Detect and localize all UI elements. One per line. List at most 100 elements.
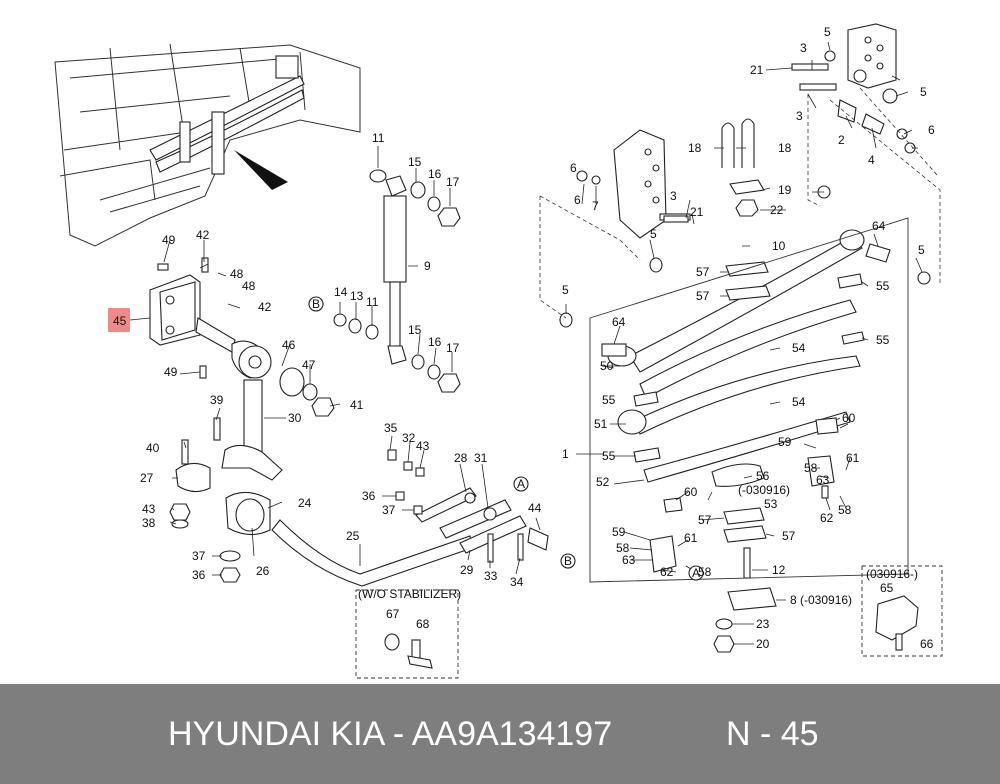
callout-label[interactable]: 5	[650, 227, 657, 241]
callout-label[interactable]: 37	[382, 503, 396, 517]
callout-label[interactable]: 65	[880, 581, 894, 595]
callout-label[interactable]: 58	[616, 541, 630, 555]
callout-label[interactable]: 38	[142, 516, 156, 530]
callout-label[interactable]: 15	[408, 155, 422, 169]
callout-label[interactable]: 50	[600, 359, 614, 373]
callout-label[interactable]: 42	[196, 228, 210, 242]
callout-label[interactable]: 66	[920, 637, 934, 651]
callout-label[interactable]: 57	[698, 513, 712, 527]
callout-label[interactable]: 57	[696, 289, 710, 303]
callout-label[interactable]: 43	[142, 502, 156, 516]
callout-label[interactable]: 28	[454, 451, 468, 465]
callout-label[interactable]: 54	[792, 395, 806, 409]
callout-label[interactable]: 31	[474, 451, 488, 465]
callout-label[interactable]: 21	[690, 205, 704, 219]
callout-label[interactable]: 67	[386, 607, 400, 621]
callout-label[interactable]: 2	[838, 133, 845, 147]
callout-label[interactable]: 34	[510, 575, 524, 589]
callout-label[interactable]: 64	[612, 315, 626, 329]
callout-label[interactable]: 8	[790, 593, 797, 607]
callout-label[interactable]: 4	[868, 153, 875, 167]
callout-label[interactable]: 68	[416, 617, 430, 631]
callout-label[interactable]: 16	[428, 335, 442, 349]
callout-label[interactable]: 7	[592, 199, 599, 213]
callout-label[interactable]: 60	[842, 411, 856, 425]
callout-label[interactable]: 63	[622, 553, 636, 567]
callout-label[interactable]: 48	[230, 267, 244, 281]
callout-label[interactable]: 13	[350, 289, 364, 303]
callout-label[interactable]: 39	[210, 393, 224, 407]
callout-label[interactable]: 3	[796, 109, 803, 123]
callout-label[interactable]: 21	[750, 63, 764, 77]
callout-label[interactable]: 5	[918, 243, 925, 257]
callout-label[interactable]: 63	[816, 473, 830, 487]
callout-label[interactable]: 11	[372, 131, 385, 145]
callout-label[interactable]: 6	[570, 161, 577, 175]
callout-label[interactable]: 24	[298, 496, 312, 510]
callout-label[interactable]: 36	[362, 489, 376, 503]
callout-label[interactable]: 56	[756, 469, 770, 483]
callout-label[interactable]: 20	[756, 637, 770, 651]
callout-label[interactable]: 5	[920, 85, 927, 99]
callout-label[interactable]: 18	[778, 141, 792, 155]
callout-label[interactable]: 60	[684, 485, 698, 499]
callout-label[interactable]: 62	[820, 511, 834, 525]
callout-label[interactable]: 53	[764, 497, 778, 511]
callout-label[interactable]: 16	[428, 167, 442, 181]
callout-label[interactable]: 25	[346, 529, 360, 543]
callout-label[interactable]: 42	[258, 300, 272, 314]
callout-label[interactable]: 23	[756, 617, 770, 631]
callout-label[interactable]: 3	[800, 41, 807, 55]
callout-label[interactable]: 14	[334, 285, 348, 299]
callout-label[interactable]: 55	[876, 333, 890, 347]
callout-label[interactable]: 29	[460, 563, 474, 577]
callout-label[interactable]: 6	[928, 123, 935, 137]
callout-label[interactable]: 32	[402, 431, 416, 445]
callout-label[interactable]: 15	[408, 323, 422, 337]
callout-label[interactable]: 22	[770, 203, 784, 217]
callout-label[interactable]: 47	[302, 358, 316, 372]
callout-label[interactable]: 30	[288, 411, 302, 425]
callout-label[interactable]: 55	[876, 279, 890, 293]
callout-label[interactable]: 54	[792, 341, 806, 355]
callout-label[interactable]: 36	[192, 568, 206, 582]
callout-label[interactable]: 55	[602, 449, 616, 463]
highlighted-part-marker[interactable]	[108, 308, 130, 332]
callout-label[interactable]: 58	[698, 565, 712, 579]
callout-label[interactable]: 55	[602, 393, 616, 407]
callout-label[interactable]: 33	[484, 569, 498, 583]
callout-label[interactable]: 48	[242, 279, 256, 293]
callout-label[interactable]: 44	[528, 501, 542, 515]
callout-label[interactable]: 35	[384, 421, 398, 435]
callout-label[interactable]: 6	[574, 193, 581, 207]
callout-label[interactable]: 58	[838, 503, 852, 517]
callout-label[interactable]: 61	[684, 531, 698, 545]
callout-label[interactable]: 49	[164, 365, 178, 379]
callout-label[interactable]: 5	[562, 283, 569, 297]
callout-label[interactable]: 57	[782, 529, 796, 543]
callout-label[interactable]: 49	[162, 233, 176, 247]
callout-label[interactable]: 41	[350, 398, 364, 412]
callout-label[interactable]: 52	[596, 475, 610, 489]
callout-label[interactable]: 58	[804, 461, 818, 475]
callout-label[interactable]: 61	[846, 451, 860, 465]
callout-label[interactable]: 17	[446, 175, 460, 189]
callout-label[interactable]: 3	[670, 189, 677, 203]
callout-label[interactable]: 59	[778, 435, 792, 449]
callout-label[interactable]: 1	[562, 447, 569, 461]
callout-label[interactable]: 40	[146, 441, 160, 455]
callout-label[interactable]: 59	[612, 525, 626, 539]
callout-label[interactable]: 19	[778, 183, 792, 197]
callout-label[interactable]: 10	[772, 239, 786, 253]
callout-label[interactable]: 62	[660, 565, 674, 579]
callout-label[interactable]: 17	[446, 341, 460, 355]
callout-label[interactable]: 45	[113, 314, 127, 328]
callout-label[interactable]: 64	[872, 219, 886, 233]
callout-label[interactable]: 18	[688, 141, 702, 155]
callout-label[interactable]: 27	[140, 471, 154, 485]
callout-label[interactable]: 12	[772, 563, 786, 577]
callout-label[interactable]: 11	[366, 295, 379, 309]
callout-label[interactable]: 57	[696, 265, 710, 279]
callout-label[interactable]: 9	[424, 259, 431, 273]
callout-label[interactable]: 46	[282, 338, 296, 352]
